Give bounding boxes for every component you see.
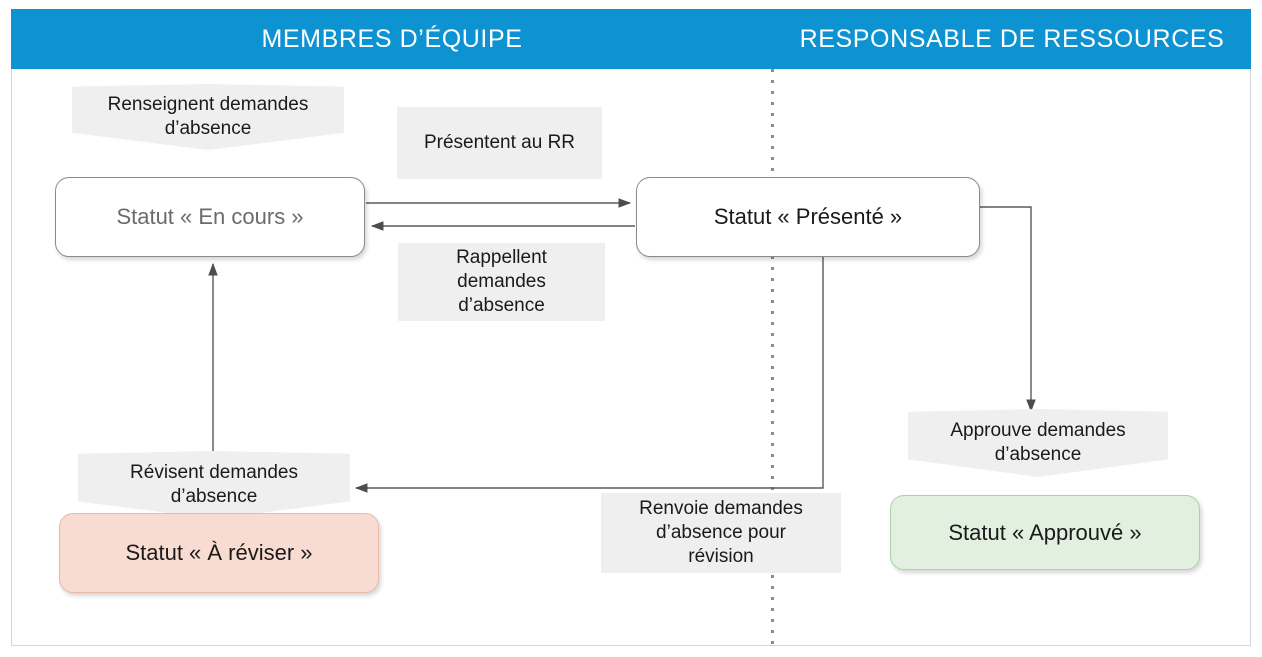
annotation-line-2: d’absence [170,486,258,507]
annotation-line-2: d’absence [994,444,1082,465]
annotation-line-1: Approuve demandes [950,419,1126,441]
annotation-text: Révisent demandes d’absence [78,461,350,510]
annotation-line-1: Renvoie demandes [639,497,803,519]
node-status-approuve[interactable]: Statut « Approuvé » [890,495,1200,570]
node-status-en-cours[interactable]: Statut « En cours » [55,177,365,257]
annotation-line-2: d’absence [164,118,252,139]
annotation-presentent-au-rr: Présentent au RR [397,107,602,179]
annotation-line-2: demandes [457,270,546,292]
swimlane-header-membres-equipe: MEMBRES D’ÉQUIPE [261,25,523,53]
annotation-text: Renvoie demandes d’absence pour révision [609,497,833,570]
node-label: Statut « Présenté » [713,204,903,229]
node-status-presente[interactable]: Statut « Présenté » [636,177,980,257]
annotation-line-1: Rappellent [456,246,547,268]
node-label: Statut « Approuvé » [948,519,1142,545]
node-label: Statut « À réviser » [125,540,313,565]
annotation-revisent-demandes-absence: Révisent demandes d’absence [78,451,350,519]
annotation-text: Approuve demandes d’absence [908,419,1168,468]
annotation-line-1: Renseignent demandes [107,93,309,115]
swimlane-header-responsable-ressources: RESPONSABLE DE RESSOURCES [799,25,1225,53]
annotation-approuve-demandes-absence: Approuve demandes d’absence [908,409,1168,477]
annotation-text: Renseignent demandes d’absence [72,93,344,142]
node-label: Statut « En cours » [116,204,304,229]
annotation-text: Rappellent demandes d’absence [406,246,597,319]
annotation-line-3: d’absence [458,295,545,317]
annotation-line-2: d’absence pour [656,521,786,543]
annotation-line-1: Révisent demandes [130,461,298,483]
swimlane-header-band: MEMBRES D’ÉQUIPE RESPONSABLE DE RESSOURC… [11,9,1251,69]
annotation-line-1: Présentent au RR [423,131,576,153]
annotation-line-3: révision [688,546,754,568]
annotation-renseignent-demandes-absence: Renseignent demandes d’absence [72,84,344,150]
annotation-text: Présentent au RR [405,131,594,155]
node-status-a-reviser[interactable]: Statut « À réviser » [59,513,379,593]
annotation-renvoie-demandes-absence-pour-revision: Renvoie demandes d’absence pour révision [601,493,841,573]
annotation-rappellent-demandes-absence: Rappellent demandes d’absence [398,243,605,321]
